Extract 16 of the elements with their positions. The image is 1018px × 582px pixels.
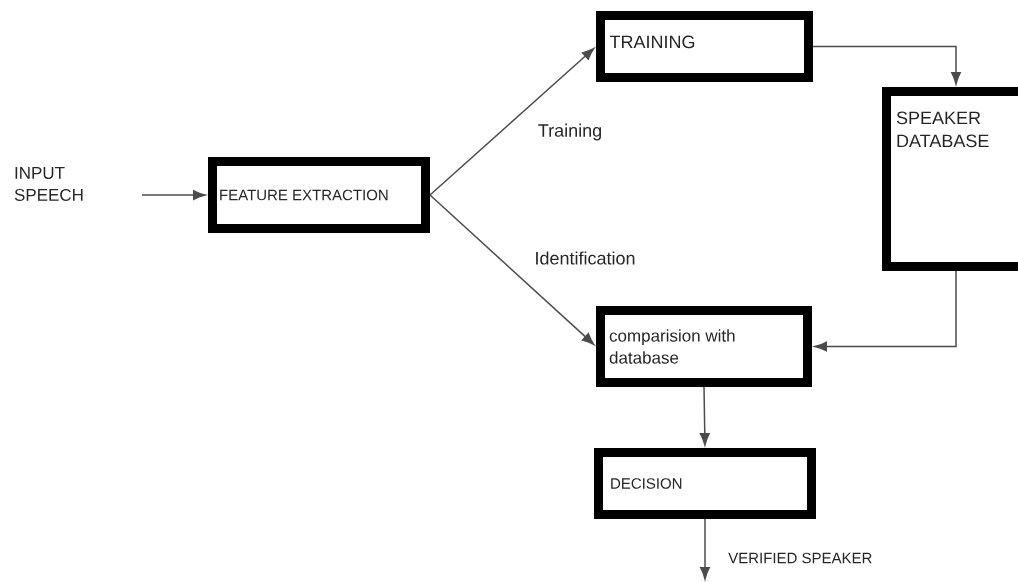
process-box: SPEAKER DATABASE [882,87,1018,271]
edge-label: Training [536,122,604,142]
process-box: DECISION [594,448,816,519]
process-box: comparision with database [596,306,812,387]
input-label: INPUT SPEECH [14,167,83,201]
arrow [429,47,595,196]
arrow [700,518,710,580]
process-box: TRAINING [596,11,813,82]
arrow [141,190,206,200]
arrow [814,270,957,352]
arrow [699,386,710,446]
arrow [429,194,595,346]
edge-label: VERIFIED SPEAKER [727,551,874,565]
edge-label: Identification [533,250,637,266]
process-box: FEATURE EXTRACTION [208,157,430,233]
arrow [812,45,961,85]
